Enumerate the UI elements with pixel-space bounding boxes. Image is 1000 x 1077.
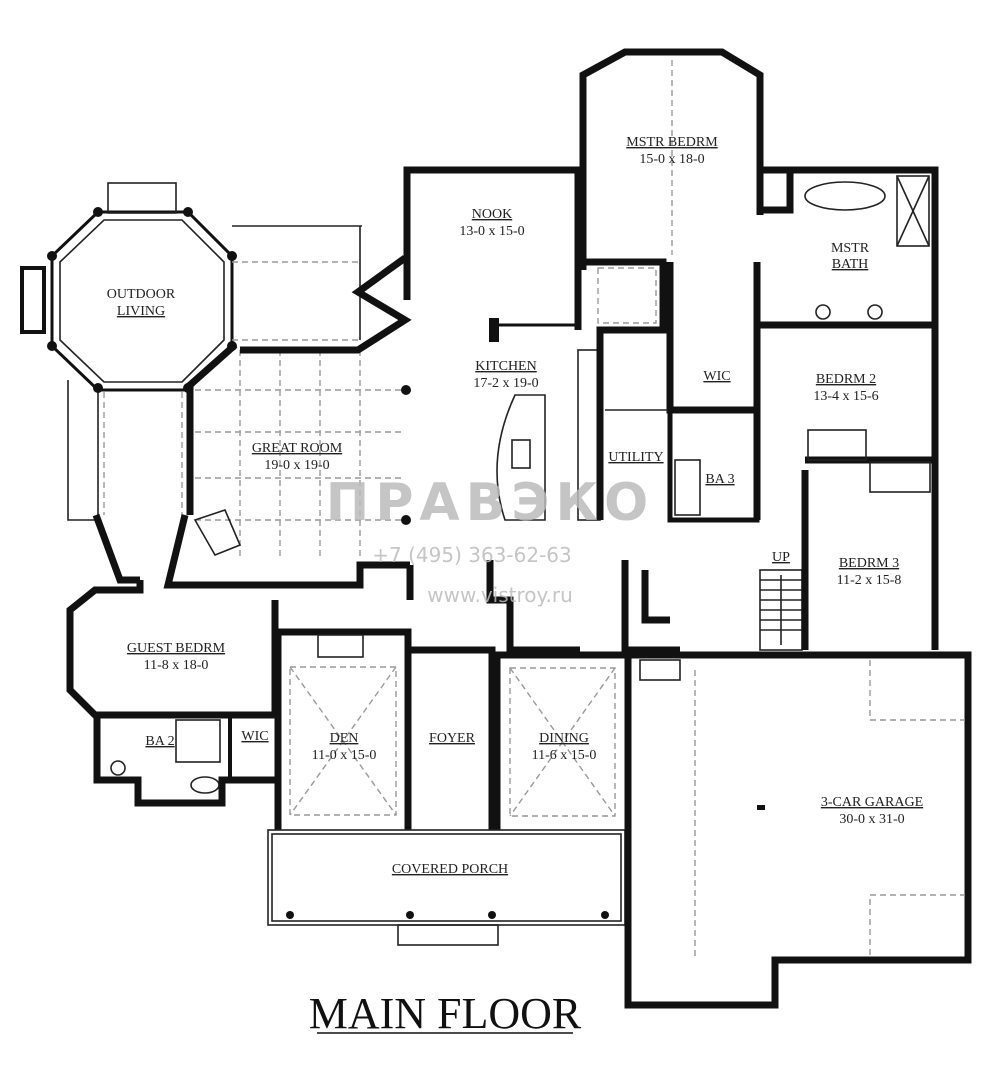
room-bedrm2-dims: 13-4 x 15-6 (813, 389, 878, 404)
main-walls (403, 48, 939, 654)
room-bedrm3-name: BEDRM 3 (839, 556, 899, 571)
room-bedrm3-dims: 11-2 x 15-8 (837, 573, 902, 588)
room-bedrm2-name: BEDRM 2 (816, 372, 876, 387)
room-mstr-bath-name1: MSTR (831, 241, 870, 256)
watermark-url: www.vistroy.ru (427, 583, 573, 607)
room-den-dims: 11-0 x 15-0 (312, 748, 377, 763)
plan-title: MAIN FLOOR (309, 989, 582, 1038)
room-guest-bedrm-dims: 11-8 x 18-0 (144, 658, 209, 673)
room-dining-dims: 11-6 x 15-0 (532, 748, 597, 763)
stairs (759, 569, 803, 651)
room-mstr-bedrm-dims: 15-0 x 18-0 (639, 152, 704, 167)
great-room-area (92, 255, 412, 589)
room-up-label: UP (772, 550, 790, 565)
guest-wing (66, 580, 279, 807)
covered-porch-area (267, 829, 626, 946)
room-ba2-name: BA 2 (145, 734, 174, 749)
watermark-phone: +7 (495) 363-62-63 (372, 543, 571, 567)
room-guest-bedrm-name: GUEST BEDRM (127, 641, 226, 656)
room-labels: MSTR BEDRM 15-0 x 18-0 NOOK 13-0 x 15-0 … (107, 135, 923, 877)
room-ba3-name: BA 3 (705, 472, 734, 487)
room-great-room-name: GREAT ROOM (252, 441, 343, 456)
room-utility-name: UTILITY (608, 450, 663, 465)
room-kitchen-name: KITCHEN (475, 359, 536, 374)
garage-area (624, 651, 972, 1009)
room-porch-name: COVERED PORCH (392, 862, 508, 877)
room-den-name: DEN (330, 731, 359, 746)
outdoor-living-area (20, 182, 362, 521)
watermark-logo: ПРАВЭКО (326, 473, 654, 533)
room-dining-name: DINING (539, 731, 589, 746)
room-mstr-bath-name2: BATH (832, 257, 869, 272)
room-outdoor-living-name2: LIVING (117, 304, 165, 319)
room-nook-dims: 13-0 x 15-0 (459, 224, 524, 239)
room-foyer-name: FOYER (429, 731, 476, 746)
room-outdoor-living-name1: OUTDOOR (107, 287, 176, 302)
room-great-room-dims: 19-0 x 19-0 (264, 458, 329, 473)
room-wic-master-name: WIC (703, 369, 730, 384)
front-rooms (274, 628, 632, 830)
room-garage-dims: 30-0 x 31-0 (839, 812, 904, 827)
room-wic-guest-name: WIC (241, 729, 268, 744)
room-nook-name: NOOK (472, 207, 512, 222)
room-mstr-bedrm-name: MSTR BEDRM (626, 135, 718, 150)
room-garage-name: 3-CAR GARAGE (821, 795, 923, 810)
watermark: ПРАВЭКО +7 (495) 363-62-63 www.vistroy.r… (326, 473, 654, 607)
room-kitchen-dims: 17-2 x 19-0 (473, 376, 538, 391)
